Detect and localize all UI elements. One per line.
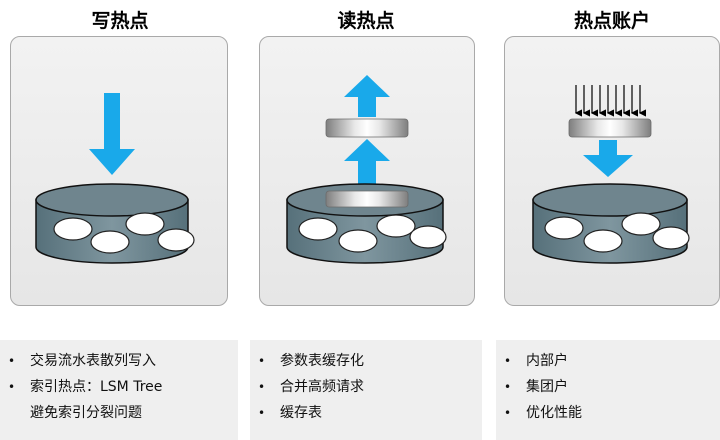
- note-item: •优化性能: [504, 405, 582, 421]
- column-title-write-hotspot: 写热点: [91, 10, 149, 32]
- data-record: [90, 230, 130, 254]
- arrow-down-icon: [89, 93, 135, 175]
- column-title-hot-account: 热点账户: [573, 10, 650, 32]
- data-record: [53, 217, 93, 241]
- panel-read-hotspot: [259, 36, 475, 306]
- note-item: •集团户: [504, 379, 568, 395]
- panel-write-hotspot: [10, 36, 228, 306]
- data-record: [409, 225, 447, 249]
- notes-read-hotspot: •参数表缓存化 •合并高频请求 •缓存表: [250, 340, 482, 440]
- data-record: [652, 226, 690, 250]
- cache-plate-icon: [325, 190, 409, 208]
- arrow-up-icon: [344, 139, 390, 187]
- data-record: [125, 212, 165, 236]
- concurrent-requests-icon: [574, 85, 646, 117]
- buffer-plate-icon: [568, 118, 652, 138]
- arrow-down-icon: [583, 140, 633, 177]
- data-record: [376, 214, 416, 238]
- data-record: [298, 217, 338, 241]
- panel-hot-account: [504, 36, 720, 306]
- notes-hot-account: •内部户 •集团户 •优化性能: [496, 340, 720, 440]
- database-cylinder: [35, 183, 195, 264]
- data-record: [338, 229, 378, 253]
- notes-write-hotspot: •交易流水表散列写入 •索引热点：LSM Tree 避免索引分裂问题: [0, 340, 238, 440]
- note-item-continuation: 避免索引分裂问题: [30, 405, 142, 421]
- note-item: •合并高频请求: [258, 379, 364, 395]
- note-item: •交易流水表散列写入: [8, 353, 156, 369]
- database-cylinder: [532, 183, 690, 264]
- note-item: •内部户: [504, 353, 568, 369]
- arrow-up-icon: [344, 75, 390, 117]
- database-cylinder: [286, 183, 447, 264]
- note-item: •缓存表: [258, 405, 322, 421]
- data-record: [583, 229, 623, 253]
- note-item: •索引热点：LSM Tree: [8, 379, 163, 395]
- data-record: [544, 216, 584, 240]
- note-item: •参数表缓存化: [258, 353, 364, 369]
- column-title-read-hotspot: 读热点: [337, 10, 395, 32]
- data-record: [157, 228, 195, 252]
- cache-plate-icon: [325, 118, 409, 138]
- data-record: [621, 212, 661, 236]
